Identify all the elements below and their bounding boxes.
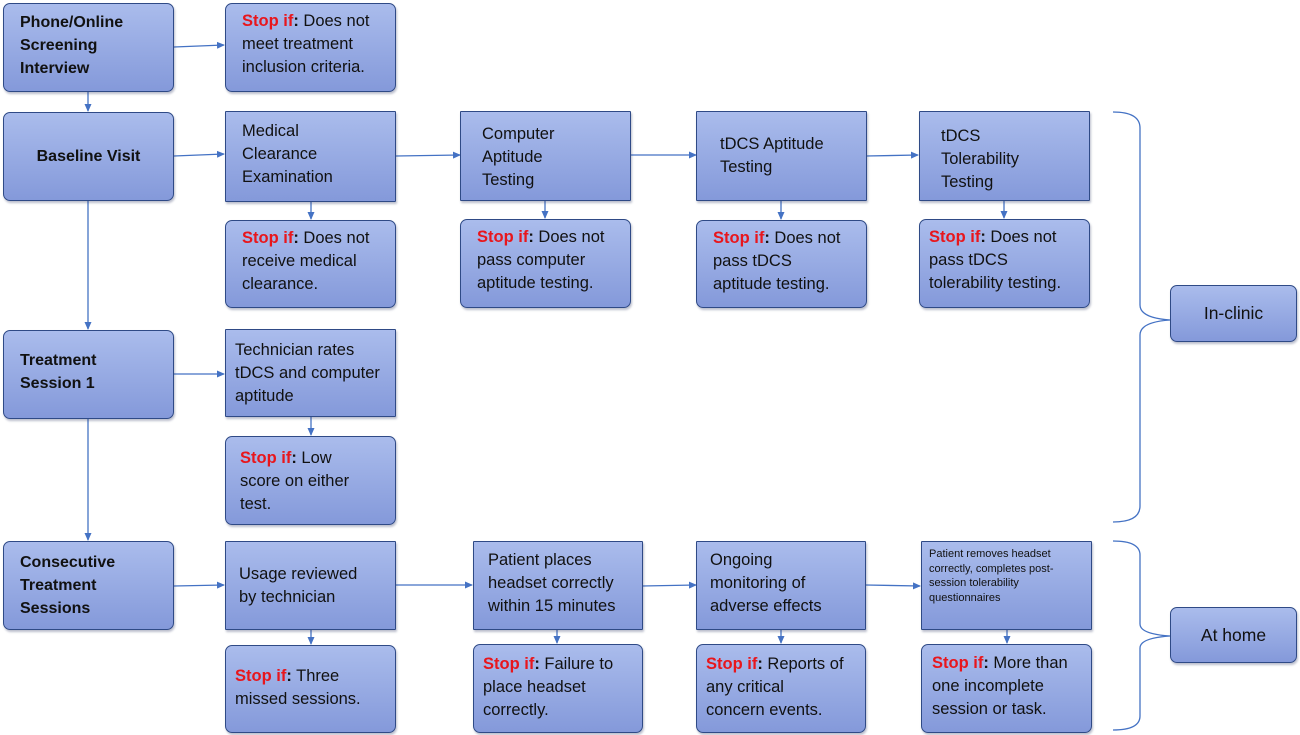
in-clinic-brace <box>1112 111 1171 523</box>
medical-clearance-box: Medical Clearance Examination <box>225 111 396 202</box>
monitoring-stop-box: Stop if: Reports of any critical concern… <box>696 644 866 733</box>
at-home-brace <box>1112 540 1171 731</box>
arrow-headset-to-monitoring <box>641 581 697 589</box>
headset-removal-label: Patient removes headset correctly, compl… <box>929 548 1054 604</box>
arrow-medical-to-computer <box>395 151 461 159</box>
technician-rates-box: Technician rates tDCS and computer aptit… <box>225 329 396 417</box>
tdcs-tolerability-label: tDCS Tolerability Testing <box>941 127 1019 191</box>
screening-stop-box: Stop if: Does not meet treatment inclusi… <box>225 3 396 92</box>
ongoing-monitoring-box: Ongoing monitoring of adverse effects <box>696 541 866 630</box>
tdcs-aptitude-label: tDCS Aptitude Testing <box>720 135 824 176</box>
computer-aptitude-stop-box: Stop if: Does not pass computer aptitude… <box>460 219 631 308</box>
screening-stop-condition: Does not meet treatment inclusion criter… <box>242 12 370 76</box>
baseline-visit-label: Baseline Visit <box>36 148 141 165</box>
arrow-tdcs-aptitude-to-tolerability <box>865 151 919 159</box>
in-clinic-text: In-clinic <box>1203 303 1264 323</box>
computer-aptitude-label: Computer Aptitude Testing <box>482 125 555 189</box>
stop-if-label: Stop if <box>483 655 535 673</box>
technician-rates-label: Technician rates tDCS and computer aptit… <box>235 341 380 405</box>
stop-if-label: Stop if <box>242 229 294 247</box>
stop-if-label: Stop if <box>706 655 758 673</box>
at-home-zone-label: At home <box>1170 607 1297 663</box>
session-1-stop-condition: Low score on either test. <box>240 449 350 513</box>
session-1-stop-box: Stop if: Low score on either test. <box>225 436 396 525</box>
tdcs-tolerability-stop-condition: Does not pass tDCS tolerability testing. <box>929 228 1062 292</box>
stop-if-label: Stop if <box>477 228 529 246</box>
tdcs-tolerability-stop-box: Stop if: Does not pass tDCS tolerability… <box>919 219 1090 308</box>
arrow-consecutive-to-usage <box>173 581 225 589</box>
stop-if-label: Stop if <box>932 654 984 672</box>
headset-removal-box: Patient removes headset correctly, compl… <box>921 541 1092 630</box>
medical-clearance-stop-box: Stop if: Does not receive medical cleara… <box>225 220 396 308</box>
treatment-session-1-box: Treatment Session 1 <box>3 330 174 419</box>
stop-if-label: Stop if <box>235 667 287 685</box>
screening-interview-box: Phone/Online Screening Interview <box>3 3 174 92</box>
headset-stop-condition: Failure to place headset correctly. <box>483 655 614 719</box>
tdcs-aptitude-box: tDCS Aptitude Testing <box>696 111 867 201</box>
arrow-screening-to-stop <box>173 41 225 49</box>
tdcs-aptitude-stop-condition: Does not pass tDCS aptitude testing. <box>713 229 841 293</box>
screening-interview-label: Phone/Online Screening Interview <box>20 14 124 77</box>
stop-if-label: Stop if <box>929 228 981 246</box>
ongoing-monitoring-label: Ongoing monitoring of adverse effects <box>710 551 822 615</box>
tdcs-aptitude-stop-box: Stop if: Does not pass tDCS aptitude tes… <box>696 220 867 308</box>
usage-stop-condition: Three missed sessions. <box>235 667 361 708</box>
baseline-visit-box: Baseline Visit <box>3 112 174 201</box>
headset-placement-label: Patient places headset correctly within … <box>488 551 616 615</box>
stop-if-label: Stop if <box>713 229 765 247</box>
consecutive-sessions-label: Consecutive Treatment Sessions <box>20 554 116 617</box>
removal-stop-condition: More than one incomplete session or task… <box>932 654 1068 718</box>
computer-aptitude-stop-condition: Does not pass computer aptitude testing. <box>477 228 605 292</box>
usage-reviewed-label: Usage reviewed by technician <box>239 565 358 606</box>
medical-clearance-label: Medical Clearance Examination <box>242 122 333 186</box>
removal-stop-box: Stop if: More than one incomplete sessio… <box>921 644 1092 733</box>
stop-if-label: Stop if <box>240 449 292 467</box>
headset-placement-box: Patient places headset correctly within … <box>473 541 643 630</box>
stop-if-label: Stop if <box>242 12 294 30</box>
at-home-text: At home <box>1200 624 1267 645</box>
headset-stop-box: Stop if: Failure to place headset correc… <box>473 644 643 733</box>
monitoring-stop-condition: Reports of any critical concern events. <box>706 655 844 719</box>
usage-reviewed-box: Usage reviewed by technician <box>225 541 396 630</box>
computer-aptitude-box: Computer Aptitude Testing <box>460 111 631 201</box>
arrow-baseline-to-medical <box>173 150 225 158</box>
tdcs-tolerability-box: tDCS Tolerability Testing <box>919 111 1090 201</box>
usage-stop-box: Stop if: Three missed sessions. <box>225 645 396 733</box>
consecutive-sessions-box: Consecutive Treatment Sessions <box>3 541 174 630</box>
treatment-session-1-label: Treatment Session 1 <box>20 352 97 392</box>
arrow-monitoring-to-removal <box>865 582 921 590</box>
medical-clearance-stop-condition: Does not receive medical clearance. <box>242 229 370 293</box>
in-clinic-zone-label: In-clinic <box>1170 285 1297 342</box>
